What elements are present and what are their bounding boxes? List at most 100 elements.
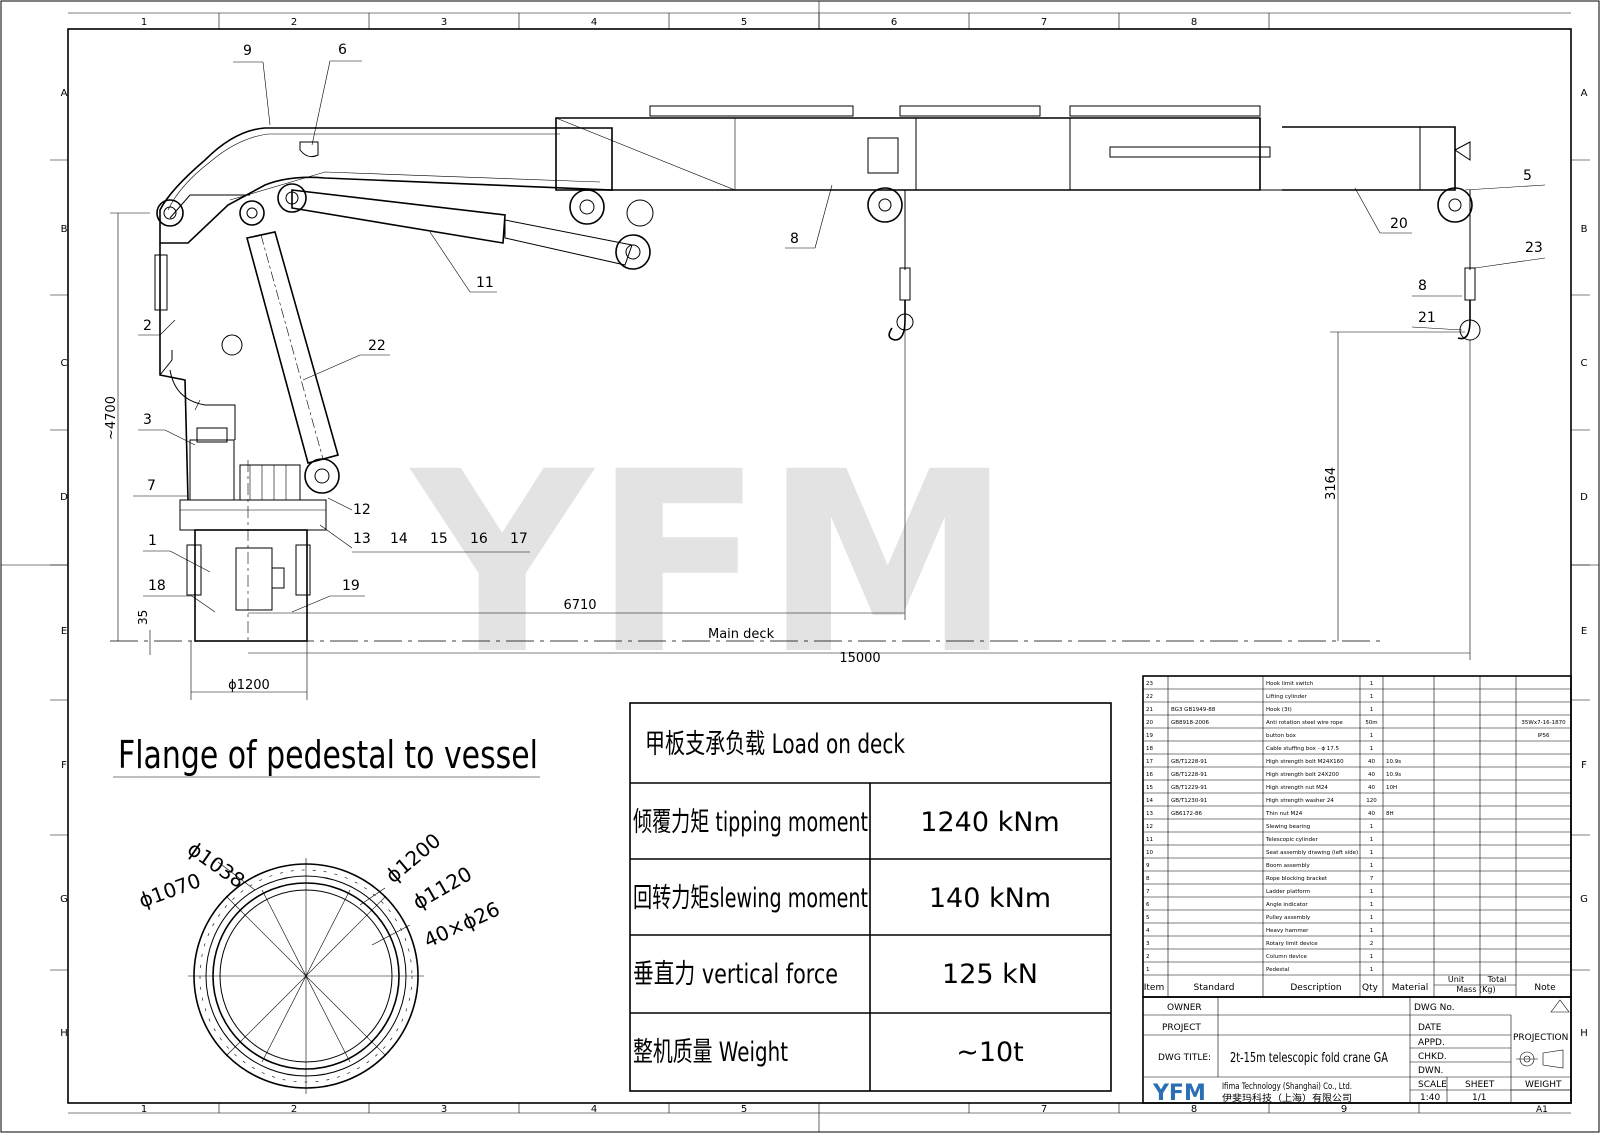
bom-cell: 5 bbox=[1146, 915, 1150, 921]
bom-cell: Rope blocking bracket bbox=[1266, 876, 1328, 882]
bom-header-item: Item bbox=[1144, 983, 1165, 993]
bom-cell: Boom assembly bbox=[1266, 863, 1310, 869]
zone-bottom-2: 2 bbox=[291, 1104, 297, 1115]
callout-1: 1 bbox=[148, 533, 157, 549]
bom-cell: 1 bbox=[1370, 967, 1374, 973]
zone-left-d: D bbox=[60, 492, 68, 503]
company-name-cn: 伊斐玛科技（上海）有限公司 bbox=[1222, 1092, 1352, 1104]
bom-cell: 10 bbox=[1146, 850, 1153, 856]
bom-header-description: Description bbox=[1290, 983, 1341, 993]
zone-right-d: D bbox=[1580, 492, 1588, 503]
bom-cell: Hook limit switch bbox=[1266, 681, 1314, 687]
load-row-label-weight: 整机质量 Weight bbox=[633, 1037, 788, 1068]
tb-sheet-value: 1/1 bbox=[1472, 1093, 1486, 1103]
lifting-cylinder bbox=[246, 231, 339, 464]
load-row-label-tipping: 倾覆力矩 tipping moment bbox=[633, 807, 868, 838]
zone-bottom-3: 3 bbox=[441, 1104, 447, 1115]
outer-boom-tip bbox=[1282, 126, 1456, 191]
callout-19: 19 bbox=[342, 578, 360, 594]
bom-cell: 40 bbox=[1368, 772, 1375, 778]
bom-cell: 1 bbox=[1370, 902, 1374, 908]
tb-dwg-title: 2t-15m telescopic fold crane GA bbox=[1230, 1051, 1388, 1066]
bom-header-note: Note bbox=[1534, 983, 1556, 993]
bom-cell: 15 bbox=[1146, 785, 1153, 791]
watermark-logo: YFM bbox=[409, 418, 1013, 709]
bom-cell: 10H bbox=[1386, 785, 1397, 791]
bom-cell: 9 bbox=[1146, 863, 1150, 869]
load-on-deck-table bbox=[629, 702, 1112, 1092]
bom-header-unit: Unit bbox=[1448, 975, 1464, 984]
load-row-value-vertical: 125 kN bbox=[942, 959, 1038, 990]
company-logo: YFM bbox=[1152, 1081, 1206, 1106]
bom-cell: 120 bbox=[1366, 798, 1377, 804]
flange-label-1120: ϕ1120 bbox=[409, 861, 477, 914]
bom-cell: 3 bbox=[1146, 941, 1150, 947]
bom-cell: GB/T1228-91 bbox=[1171, 759, 1207, 765]
zone-bottom-5: 5 bbox=[741, 1104, 747, 1115]
bom-cell: 1 bbox=[1370, 915, 1374, 921]
bom-cell: GB/T1229-91 bbox=[1171, 785, 1207, 791]
callout-7: 7 bbox=[147, 478, 156, 494]
bom-cell: 12 bbox=[1146, 824, 1153, 830]
tb-appd-label: APPD. bbox=[1418, 1038, 1445, 1048]
bom-cell: 21 bbox=[1146, 707, 1153, 713]
bom-cell: GB6172-86 bbox=[1171, 811, 1203, 817]
bom-cell: GB/T1228-91 bbox=[1171, 772, 1207, 778]
callout-21: 21 bbox=[1418, 310, 1436, 326]
load-row-label-slewing: 回转力矩slewing moment bbox=[633, 883, 868, 914]
bom-cell: High strength bolt M24X160 bbox=[1266, 759, 1344, 765]
callout-20: 20 bbox=[1390, 216, 1408, 232]
bom-cell: Hook (3t) bbox=[1266, 707, 1292, 713]
bom-cell: Angle indicator bbox=[1266, 902, 1308, 908]
zone-top-8: 8 bbox=[1191, 17, 1197, 28]
zone-bottom-1: 1 bbox=[141, 1104, 147, 1115]
flange-title: Flange of pedestal to vessel bbox=[118, 733, 538, 777]
zone-top-5: 5 bbox=[741, 17, 747, 28]
bom-cell: 7 bbox=[1146, 889, 1150, 895]
hook-inner bbox=[888, 267, 914, 341]
bom-cell: 35Wx7-16-1870 bbox=[1521, 720, 1566, 726]
callout-15: 15 bbox=[430, 531, 448, 547]
inner-boom bbox=[159, 127, 613, 244]
bom-cell: 22 bbox=[1146, 694, 1153, 700]
callout-12: 12 bbox=[353, 502, 371, 518]
callout-8b: 8 bbox=[1418, 278, 1427, 294]
outer-boom-section-1 bbox=[555, 117, 1261, 191]
dim-reach-outer: 15000 bbox=[839, 651, 880, 666]
bom-header-mass: Mass (Kg) bbox=[1456, 985, 1495, 994]
tb-dwg-no-label: DWG No. bbox=[1414, 1003, 1455, 1013]
bom-header-qty: Qty bbox=[1362, 983, 1379, 993]
bom-cell: Cable stuffing box - ϕ 17.5 bbox=[1266, 746, 1339, 752]
bom-cell: 50m bbox=[1365, 720, 1377, 726]
bom-header-material: Material bbox=[1392, 983, 1429, 993]
bom-header-standard: Standard bbox=[1194, 983, 1235, 993]
tb-size: A1 bbox=[1536, 1105, 1548, 1115]
bom-cell: High strength bolt 24X200 bbox=[1266, 772, 1339, 778]
bom-cell: 14 bbox=[1146, 798, 1153, 804]
crane-elevation bbox=[110, 105, 1481, 642]
bom-cell: GB8918-2006 bbox=[1171, 720, 1210, 726]
load-row-label-vertical: 垂直力 vertical force bbox=[633, 959, 838, 990]
load-row-value-slewing: 140 kNm bbox=[929, 883, 1051, 914]
tb-dwn-label: DWN. bbox=[1418, 1066, 1443, 1076]
bom-cell: Slewing bearing bbox=[1266, 824, 1310, 830]
dim-pedestal-dia: ϕ1200 bbox=[228, 678, 270, 693]
zone-left-b: B bbox=[61, 224, 68, 235]
bom-cell: Lifting cylinder bbox=[1266, 694, 1308, 700]
callout-9: 9 bbox=[243, 43, 252, 59]
callout-17: 17 bbox=[510, 531, 528, 547]
tb-chkd-label: CHKD. bbox=[1418, 1052, 1447, 1062]
bom-cell: 1 bbox=[1370, 837, 1374, 843]
pedestal bbox=[194, 529, 308, 642]
flange-plan-view bbox=[188, 858, 424, 1094]
bom-cell: High strength washer 24 bbox=[1266, 798, 1334, 804]
bom-cell: 2 bbox=[1370, 941, 1374, 947]
tb-owner-label: OWNER bbox=[1167, 1003, 1202, 1013]
callout-2: 2 bbox=[143, 318, 152, 334]
tb-scale-label: SCALE bbox=[1418, 1080, 1447, 1090]
load-row-value-tipping: 1240 kNm bbox=[920, 807, 1059, 838]
bom-cell: High strength nut M24 bbox=[1266, 785, 1328, 791]
zone-top-3: 3 bbox=[441, 17, 447, 28]
callout-14: 14 bbox=[390, 531, 408, 547]
